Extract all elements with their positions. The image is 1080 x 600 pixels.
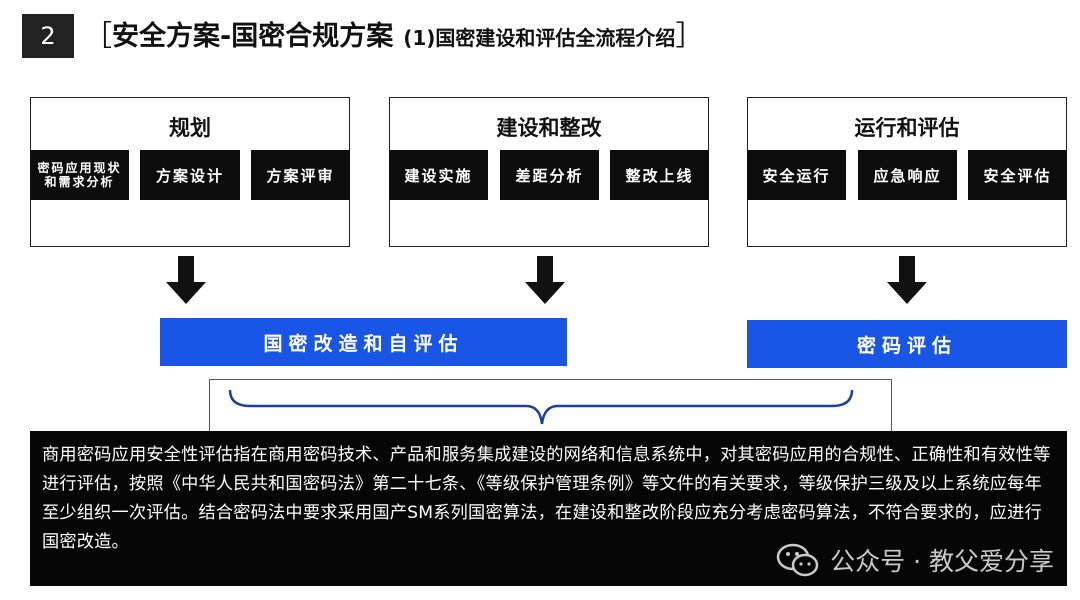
down-arrow-icon — [525, 256, 565, 304]
phase-operation: 运行和评估 安全运行 应急响应 安全评估 — [747, 97, 1067, 247]
outcome-left-bar: 国密改造和自评估 — [160, 318, 567, 366]
step-emergency-response: 应急响应 — [858, 150, 957, 200]
description-text: 商用密码应用安全性评估指在商用密码技术、产品和服务集成建设的网络和信息系统中，对… — [30, 431, 1067, 586]
step-gap-analysis: 差距分析 — [500, 150, 599, 200]
page-title: ［安全方案-国密合规方案 (1)国密建设和评估全流程介绍］ — [84, 14, 703, 58]
step-secure-operation: 安全运行 — [747, 150, 846, 200]
watermark: 公众号 · 教父爱分享 — [776, 542, 1054, 578]
title-sub: (1)国密建设和评估全流程介绍 — [403, 26, 676, 50]
watermark-text: 公众号 · 教父爱分享 — [830, 547, 1054, 576]
step-solution-review: 方案评审 — [251, 150, 350, 200]
section-number: 2 — [22, 14, 74, 58]
bracket-box — [209, 379, 892, 441]
curly-brace-icon — [228, 389, 854, 425]
phase-construction: 建设和整改 建设实施 差距分析 整改上线 — [389, 97, 709, 247]
phase-title: 规划 — [169, 116, 211, 140]
title-bracket-close: ］ — [675, 19, 704, 52]
phase-title: 运行和评估 — [854, 116, 960, 140]
phase-planning: 规划 密码应用现状和需求分析 方案设计 方案评审 — [30, 97, 350, 247]
step-go-live: 整改上线 — [610, 150, 709, 200]
step-solution-design: 方案设计 — [140, 150, 240, 200]
down-arrow-icon — [887, 256, 927, 304]
step-requirement-analysis: 密码应用现状和需求分析 — [30, 150, 129, 200]
down-arrow-icon — [166, 256, 206, 304]
wechat-icon — [776, 543, 819, 577]
phase-title: 建设和整改 — [496, 116, 602, 140]
title-main: 安全方案-国密合规方案 — [112, 21, 394, 52]
step-security-assessment: 安全评估 — [968, 150, 1067, 200]
step-implementation: 建设实施 — [389, 150, 488, 200]
outcome-right-bar: 密码评估 — [747, 320, 1067, 368]
title-bracket-open: ［ — [84, 19, 113, 52]
